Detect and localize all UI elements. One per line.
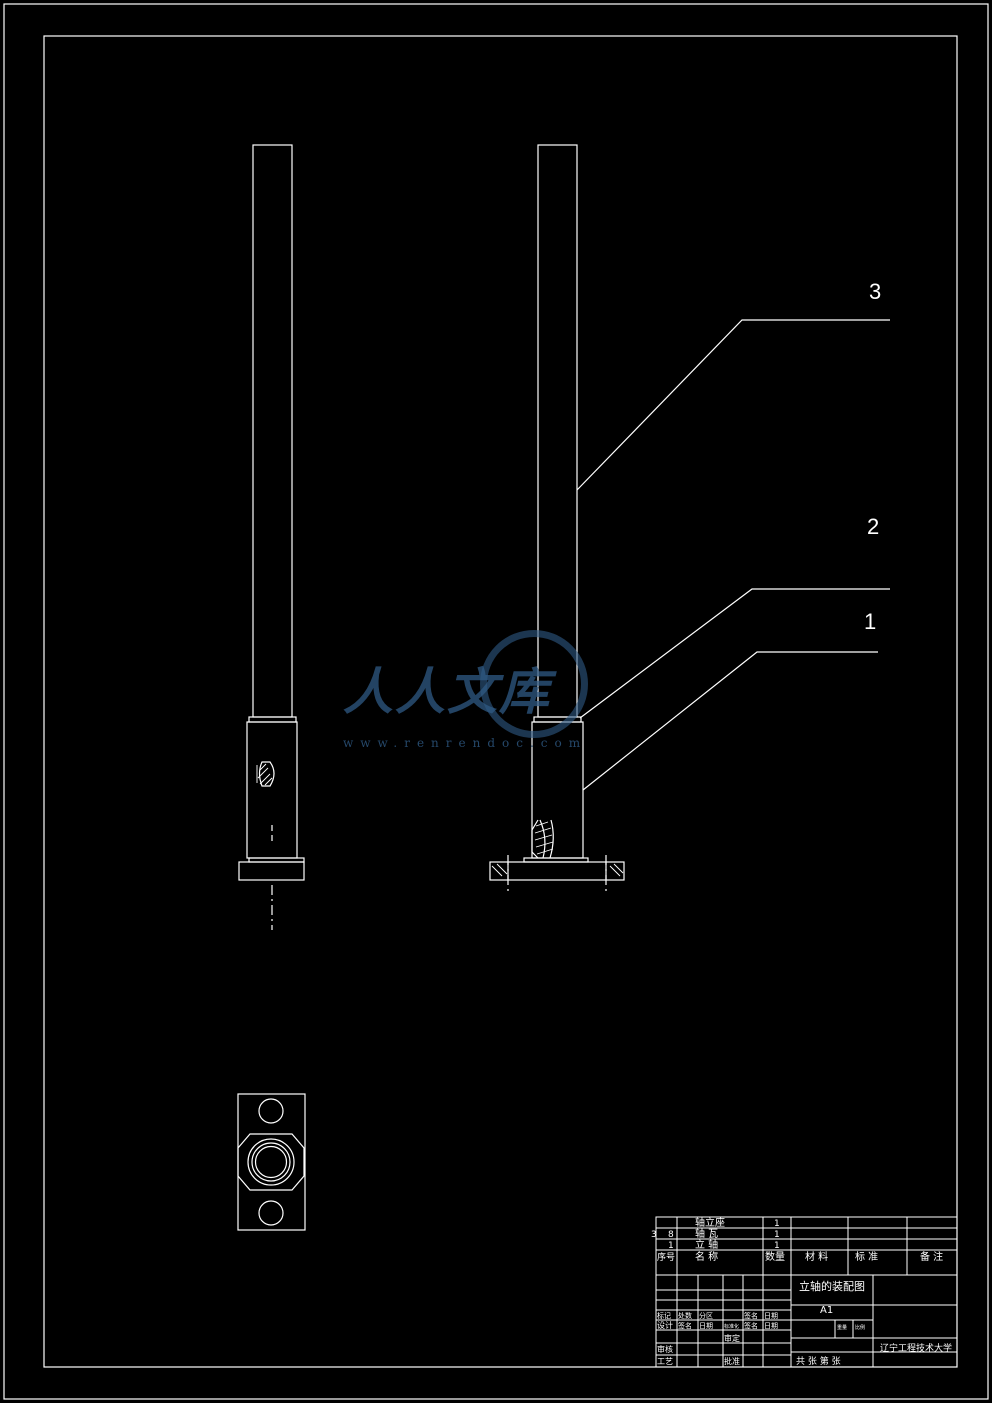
leader-3 xyxy=(576,319,890,491)
process-label: 工艺 xyxy=(657,1357,673,1366)
parts-row-2-qty: 1 xyxy=(774,1230,780,1240)
drawing-title: 立轴的装配图 xyxy=(799,1279,865,1293)
header-standard: 标 准 xyxy=(855,1251,878,1263)
date-label-2: 日期 xyxy=(699,1322,713,1330)
signature-label-3: 签名 xyxy=(744,1321,758,1330)
watermark-url: www.renrendoc.com xyxy=(343,736,588,750)
sheet-border xyxy=(3,3,989,1400)
leader-2 xyxy=(579,588,890,719)
sheet-count: 共 张 第 张 xyxy=(796,1355,841,1367)
balloon-3: 3 xyxy=(869,279,881,304)
top-view xyxy=(237,1093,306,1231)
mark-label: 标记 xyxy=(657,1311,671,1320)
header-no: 序号 xyxy=(657,1251,675,1263)
balloon-1: 1 xyxy=(864,609,876,634)
scale-label: 比例 xyxy=(855,1324,865,1331)
parts-row-3-qty: 1 xyxy=(774,1241,780,1251)
header-name: 名 称 xyxy=(695,1250,718,1263)
parts-row-2-no: 8 xyxy=(668,1230,674,1240)
review-label: 审定 xyxy=(724,1333,740,1343)
parts-row-prefix: 3 xyxy=(651,1230,657,1240)
design-label: 设计 xyxy=(657,1320,673,1330)
parts-row-1-qty: 1 xyxy=(774,1219,780,1229)
approve-label: 批准 xyxy=(724,1356,740,1366)
signature-label-1: 签名 xyxy=(744,1311,758,1320)
sheet-size: A1 xyxy=(820,1305,833,1316)
standardization-label: 标准化 xyxy=(724,1323,739,1330)
side-view xyxy=(238,144,305,930)
count-label: 处数 xyxy=(678,1311,692,1320)
date-label-3: 日期 xyxy=(764,1322,778,1330)
zone-label: 分区 xyxy=(699,1311,713,1320)
header-material: 材 料 xyxy=(805,1250,828,1263)
watermark-text: 人人文库 xyxy=(343,662,551,721)
watermark-logo-ring xyxy=(480,630,588,738)
front-view xyxy=(489,144,625,895)
leader-1 xyxy=(582,651,878,791)
parts-row-3-no: 1 xyxy=(668,1241,674,1251)
drawing-frame xyxy=(43,35,958,1368)
header-qty: 数量 xyxy=(765,1250,785,1263)
parts-row-3-name: 立 轴 xyxy=(695,1238,718,1251)
date-label-1: 日期 xyxy=(764,1312,778,1320)
header-remark: 备 注 xyxy=(920,1250,943,1263)
signature-label-2: 签名 xyxy=(678,1321,692,1330)
school-name: 辽宁工程技术大学 xyxy=(880,1342,952,1354)
parts-row-2-name: 轴 瓦 xyxy=(695,1227,718,1240)
check-label: 审核 xyxy=(657,1344,673,1354)
balloon-2: 2 xyxy=(867,514,879,539)
parts-row-1-name: 轴立座 xyxy=(695,1216,725,1229)
weight-label: 重量 xyxy=(837,1324,847,1331)
title-block-frame xyxy=(655,1216,958,1368)
